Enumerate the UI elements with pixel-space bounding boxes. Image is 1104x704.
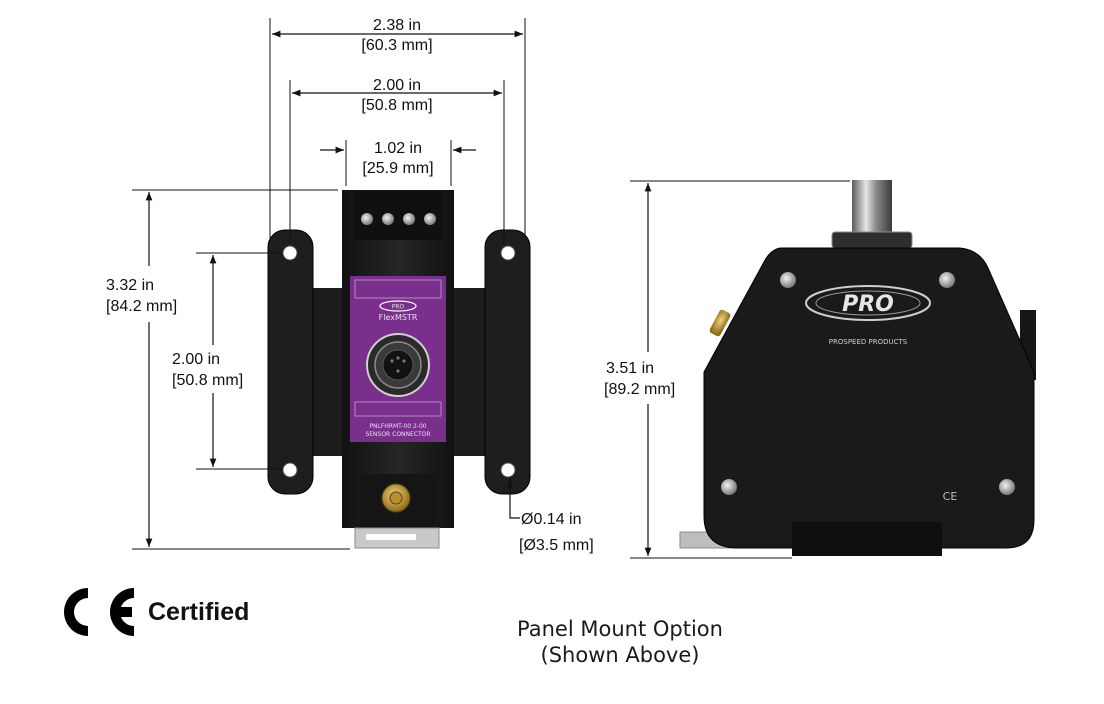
side-height-mm: [89.2 mm]	[604, 381, 675, 398]
hole-diameter-mm: [Ø3.5 mm]	[519, 537, 594, 554]
vertical-spacing-mm: [50.8 mm]	[172, 372, 243, 389]
certified-label: Certified	[148, 597, 250, 626]
right-mount-tab	[484, 229, 531, 495]
housing-screw	[999, 479, 1015, 495]
front-product-name: FlexMSTR	[379, 313, 418, 322]
overall-height-in: 3.32 in	[106, 277, 154, 294]
front-logo-text: PRO	[392, 304, 405, 311]
overall-width-in: 2.38 in	[373, 17, 421, 34]
caption: Panel Mount Option (Shown Above)	[440, 616, 800, 668]
sensor-shaft	[852, 180, 892, 238]
front-fine-print-2: SENSOR CONNECTOR	[365, 431, 430, 438]
hole-diameter-leader	[509, 477, 520, 519]
housing-screw	[780, 272, 796, 288]
terminal-screws	[361, 213, 436, 225]
hole-spacing-mm: [50.8 mm]	[361, 97, 432, 114]
left-flange-web	[313, 288, 347, 456]
front-logo-ellipse	[379, 300, 417, 312]
caption-line-1: Panel Mount Option	[517, 617, 723, 641]
vertical-spacing-in: 2.00 in	[172, 351, 220, 368]
side-ce-mark: CE	[943, 490, 958, 503]
right-flange-web	[451, 288, 485, 456]
side-dimensions: 3.51 in [89.2 mm]	[604, 180, 850, 559]
left-mount-tab	[267, 229, 314, 495]
side-view: PRO PROSPEED PRODUCTS CE	[679, 180, 1036, 556]
connector-pins	[390, 356, 406, 373]
housing-base	[792, 522, 942, 556]
housing-screw	[721, 479, 737, 495]
front-dimensions: 2.38 in [60.3 mm] 2.00 in [50.8 mm] 1.02…	[106, 17, 594, 554]
side-logo-inner-ellipse	[815, 290, 921, 316]
mount-hole	[500, 462, 516, 478]
overall-width-mm: [60.3 mm]	[361, 37, 432, 54]
mount-hole	[282, 462, 298, 478]
body-width-mm: [25.9 mm]	[362, 160, 433, 177]
body-width-in: 1.02 in	[374, 140, 422, 157]
side-height-in: 3.51 in	[606, 360, 654, 377]
side-logo-text: PRO	[842, 292, 894, 317]
din-rail-slot	[366, 534, 416, 540]
ce-certification: Certified	[54, 582, 249, 642]
housing	[703, 247, 1035, 549]
side-brass-fitting	[709, 309, 731, 337]
brass-fitting-core	[389, 491, 403, 505]
caption-line-2: (Shown Above)	[540, 643, 700, 667]
mount-hole	[500, 245, 516, 261]
ce-mark-icon	[64, 588, 134, 636]
front-fine-print-1: PNLFHRMT-00 2-00	[369, 423, 426, 430]
side-logo-ellipse	[805, 285, 931, 321]
overall-height-mm: [84.2 mm]	[106, 298, 177, 315]
housing-screw	[939, 272, 955, 288]
hole-spacing-in: 2.00 in	[373, 77, 421, 94]
mount-hole	[282, 245, 298, 261]
label-footer-box	[354, 401, 442, 417]
hole-diameter-in: Ø0.14 in	[521, 511, 581, 528]
shaft-nut	[831, 231, 913, 249]
sensor-connector-socket	[382, 349, 414, 381]
side-engraving: PROSPEED PRODUCTS	[829, 338, 908, 346]
front-view: PRO FlexMSTR PNLFHRMT-00 2-00 SENSOR CON…	[267, 190, 531, 549]
label-header-box	[354, 279, 442, 299]
